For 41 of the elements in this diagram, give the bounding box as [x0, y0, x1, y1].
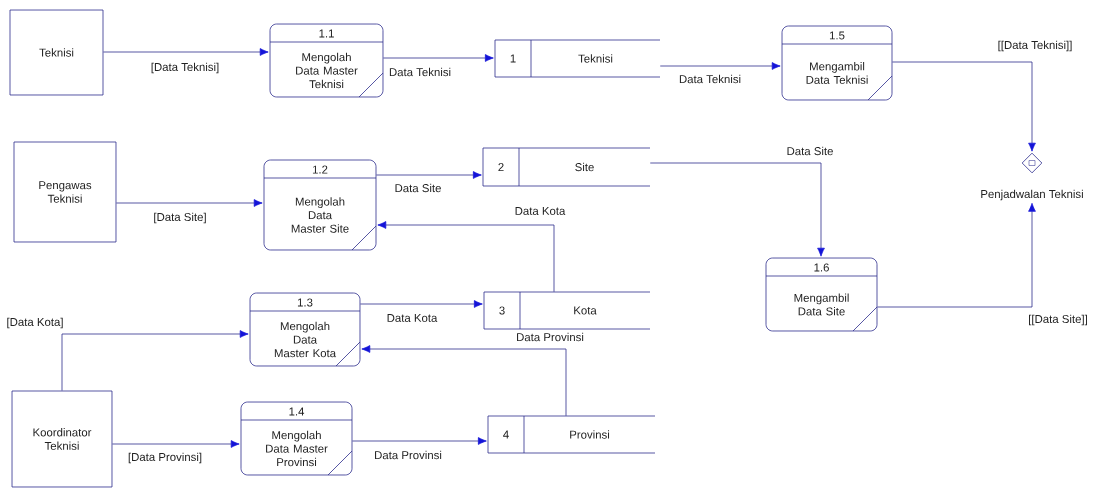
- edge-label: Data Site: [785, 145, 835, 157]
- external-entity-box: Teknisi: [9, 9, 104, 96]
- arrow: [116, 199, 263, 207]
- edge-label: Data Site: [393, 182, 443, 194]
- process-box: 1.3 Mengolah Data Master Kota: [249, 292, 361, 367]
- edge-label: [Data Site]: [152, 211, 208, 225]
- external-entity-box: Koordinator Teknisi: [11, 390, 113, 488]
- edge-label: [[Data Teknisi]]: [996, 39, 1074, 53]
- arrow: [376, 171, 482, 179]
- arrow: [659, 62, 781, 70]
- data-store: 1 Teknisi: [494, 39, 661, 78]
- edge-label: Data Teknisi: [677, 73, 743, 85]
- edge-label: Data Provinsi: [514, 331, 586, 343]
- process-box: 1.6 Mengambil Data Site: [765, 257, 878, 332]
- arrow: [352, 437, 487, 445]
- arrow: [103, 48, 269, 56]
- edge-label: Data Kota: [385, 312, 439, 324]
- arrow: [377, 221, 555, 293]
- edge-label: Data Kota: [513, 205, 567, 217]
- arrow: [383, 54, 494, 62]
- edge-label: [Data Provinsi]: [126, 451, 204, 465]
- arrow: [892, 61, 1036, 152]
- data-store: 2 Site: [482, 147, 651, 187]
- edge-label: Data Provinsi: [372, 449, 444, 461]
- arrow: [877, 202, 1036, 308]
- process-box: 1.5 Mengambil Data Teknisi: [781, 25, 893, 101]
- edge-label: [Data Kota]: [5, 316, 65, 330]
- arrow: [649, 162, 825, 257]
- process-box: 1.2 Mengolah Data Master Site: [263, 159, 377, 251]
- arrow: [61, 330, 249, 391]
- arrow: [361, 345, 567, 417]
- edge-label: [Data Teknisi]: [149, 61, 221, 75]
- data-store: 4 Provinsi: [487, 415, 656, 454]
- edge-label: [[Data Site]]: [1026, 313, 1090, 327]
- arrow: [360, 300, 483, 308]
- arrow: [112, 440, 240, 448]
- edge-label: Data Teknisi: [387, 66, 453, 78]
- process-box: 1.1 Mengolah Data Master Teknisi: [269, 23, 384, 98]
- process-box: 1.4 Mengolah Data Master Provinsi: [240, 401, 353, 476]
- data-store: 3 Kota: [483, 291, 651, 330]
- external-entity-box: Pengawas Teknisi: [13, 141, 117, 243]
